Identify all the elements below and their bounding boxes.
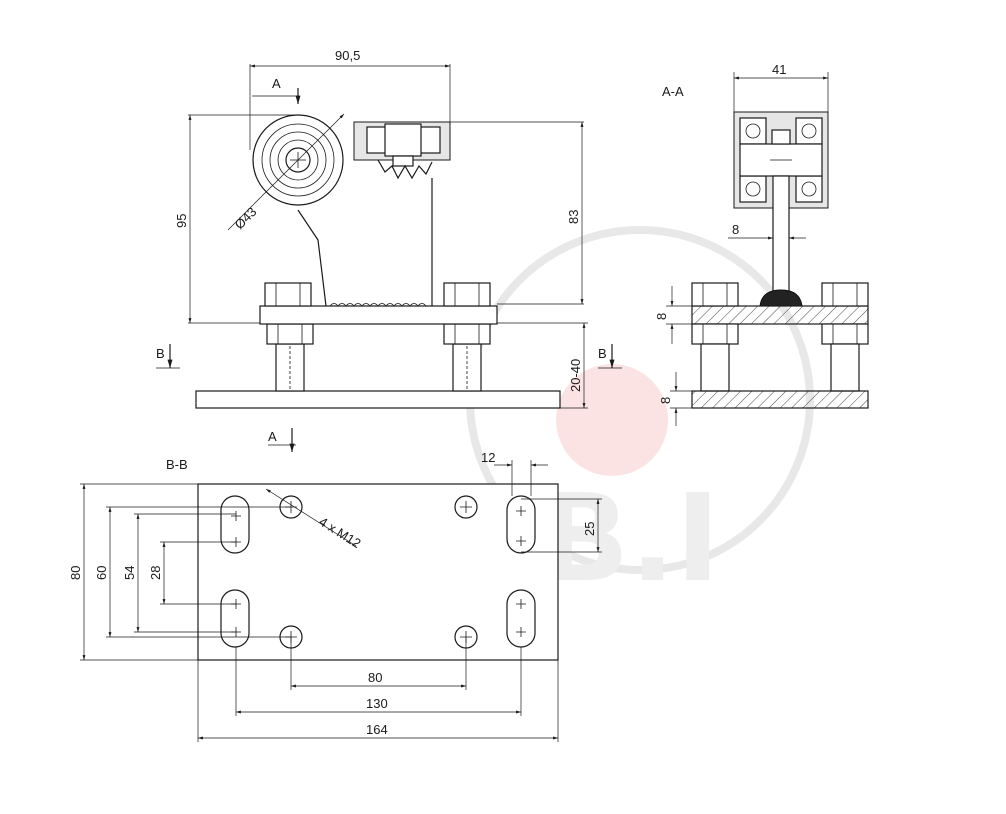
nut-lower-left bbox=[266, 323, 314, 345]
dim-width-90: 90,5 bbox=[335, 48, 360, 63]
dim-width-41: 41 bbox=[772, 62, 786, 77]
top-plate bbox=[259, 305, 498, 325]
plan-view-bb: B-B A 4 x M12 80 bbox=[68, 428, 602, 742]
bottom-plate-section bbox=[691, 390, 869, 409]
dim-pitch-54: 54 bbox=[122, 566, 137, 580]
dim-hole-pitch-80: 80 bbox=[368, 670, 382, 685]
dim-plate-bottom-8: 8 bbox=[658, 397, 673, 404]
dim-diameter-43: Ø43 bbox=[232, 204, 260, 232]
dim-slot-pitch-130: 130 bbox=[366, 696, 388, 711]
dim-pitch-28: 28 bbox=[148, 566, 163, 580]
nut-upper-right bbox=[443, 282, 491, 307]
dim-adjust-20-40: 20-40 bbox=[568, 359, 583, 392]
slot-top-left bbox=[220, 495, 250, 554]
dim-plate-top-8: 8 bbox=[654, 313, 669, 320]
dim-overall-width-164: 164 bbox=[366, 722, 388, 737]
dim-height-95: 95 bbox=[174, 214, 189, 228]
web-section bbox=[772, 175, 790, 297]
dim-web-8: 8 bbox=[732, 222, 739, 237]
bottom-plate bbox=[195, 390, 561, 409]
dim-slot-width-12: 12 bbox=[481, 450, 495, 465]
nut-lower-right bbox=[443, 323, 491, 345]
nut-upper-left bbox=[264, 282, 312, 307]
dim-overall-height-80: 80 bbox=[68, 566, 83, 580]
section-bb-label: B-B bbox=[166, 457, 188, 472]
slot-top-right bbox=[506, 495, 536, 554]
base-plate-plan bbox=[197, 483, 559, 661]
section-aa-view: A-A 41 8 bbox=[654, 62, 869, 426]
section-aa-label: A-A bbox=[662, 84, 684, 99]
section-marker-b-left: B bbox=[156, 346, 165, 361]
weld-seam bbox=[329, 303, 427, 307]
top-plate-section bbox=[691, 305, 869, 325]
dim-slot-length-25: 25 bbox=[582, 522, 597, 536]
section-marker-a-plan: A bbox=[268, 429, 277, 444]
weld-bead bbox=[759, 289, 803, 307]
dim-pitch-60: 60 bbox=[94, 566, 109, 580]
dim-height-83: 83 bbox=[566, 210, 581, 224]
section-marker-b-right: B bbox=[598, 346, 607, 361]
slot-bottom-left bbox=[220, 589, 250, 648]
section-marker-a-top: A bbox=[272, 76, 281, 91]
slot-bottom-right bbox=[506, 589, 536, 648]
web-edge bbox=[297, 209, 327, 307]
side-view: 90,5 A 95 83 Ø43 20-40 B B bbox=[156, 48, 622, 409]
tooth-rack bbox=[377, 159, 433, 180]
